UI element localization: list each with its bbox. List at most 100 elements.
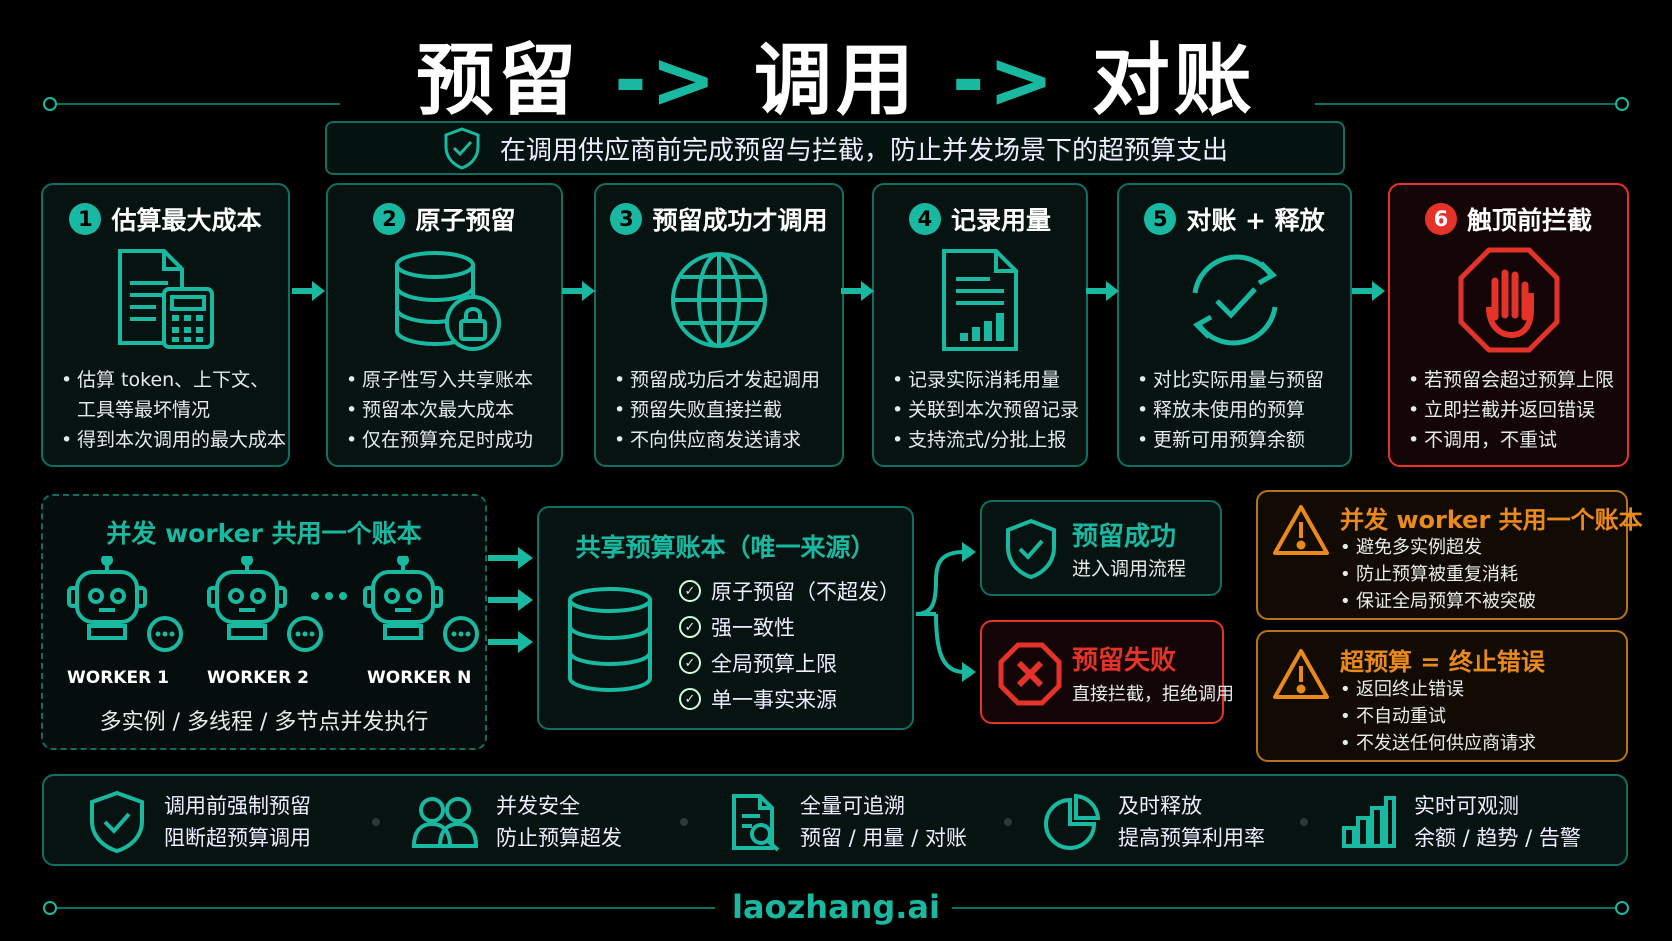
separator-dot bbox=[1300, 818, 1308, 826]
ellipsis-icon bbox=[311, 592, 347, 600]
robot-icon bbox=[67, 556, 183, 652]
stop-hand-icon bbox=[1458, 247, 1559, 353]
footer-dot-right bbox=[1615, 901, 1629, 915]
step-number: 1 bbox=[69, 203, 102, 235]
step-number: 4 bbox=[908, 203, 941, 235]
check-circle-icon: ✓ bbox=[679, 616, 701, 638]
check-circle-icon: ✓ bbox=[679, 580, 701, 602]
warning-item: 保证全局预算不被突破 bbox=[1340, 588, 1536, 615]
step-bullet: 立即拦截并返回错误 bbox=[1408, 395, 1617, 425]
robot-icons bbox=[67, 556, 479, 652]
header-dot-right bbox=[1615, 97, 1629, 111]
warning-item: 不发送任何供应商请求 bbox=[1340, 730, 1536, 757]
reserve-success-panel: 预留成功 进入调用流程 bbox=[980, 500, 1222, 596]
robot-icon bbox=[207, 556, 323, 652]
ledger-item: ✓全局预算上限 bbox=[679, 648, 837, 678]
header-line-right bbox=[1315, 103, 1620, 105]
bar-chart-icon bbox=[1342, 796, 1396, 848]
step-card-5: 5对账 + 释放 对比实际用量与预留 释放未使用的预算 更新可用预算余额 bbox=[1117, 183, 1352, 467]
warning-item: 防止预算被重复消耗 bbox=[1340, 561, 1536, 588]
users-icon bbox=[412, 797, 478, 848]
step-number: 6 bbox=[1424, 203, 1457, 235]
step-bullet: 估算 token、上下文、 bbox=[61, 365, 278, 395]
step-bullet: 不调用，不重试 bbox=[1408, 425, 1617, 455]
success-sub: 进入调用流程 bbox=[1072, 558, 1187, 580]
database-lock-icon bbox=[394, 251, 501, 351]
check-circle-icon: ✓ bbox=[679, 652, 701, 674]
step-bullet: 得到本次调用的最大成本 bbox=[61, 425, 286, 455]
reserve-fail-panel: 预留失败 直接拦截，拒绝调用 bbox=[980, 620, 1234, 724]
step-number: 2 bbox=[373, 203, 406, 235]
shield-check-icon bbox=[1006, 518, 1056, 580]
step-bullet: 仅在预算充足时成功 bbox=[346, 425, 551, 455]
title-reconcile: 对账 bbox=[1091, 36, 1256, 126]
flow-arrow-2 bbox=[562, 281, 595, 301]
subtitle-bar: 在调用供应商前完成预留与拦截，防止并发场景下的超预算支出 bbox=[325, 121, 1345, 175]
globe-icon bbox=[671, 252, 767, 348]
branch-arrows bbox=[915, 542, 976, 682]
step-bullet: 原子性写入共享账本 bbox=[346, 365, 551, 395]
step-bullet: 若预留会超过预算上限 bbox=[1408, 365, 1617, 395]
fail-sub: 直接拦截，拒绝调用 bbox=[1072, 684, 1234, 705]
page-title: 预留->调用->对账 bbox=[0, 18, 1672, 130]
step-number: 3 bbox=[610, 203, 643, 235]
warning-item: 避免多实例超发 bbox=[1340, 534, 1536, 561]
title-arrow-1: -> bbox=[614, 36, 720, 126]
footer-line-right bbox=[952, 907, 1620, 909]
pie-chart-icon bbox=[1044, 794, 1100, 850]
benefits-bar: 调用前强制预留阻断超预算调用 并发安全防止预算超发 全量可追溯预留 / 用量 /… bbox=[42, 774, 1628, 866]
benefit-item: 实时可观测余额 / 趋势 / 告警 bbox=[1340, 790, 1581, 854]
footer-line-left bbox=[50, 907, 715, 909]
flow-arrow-5 bbox=[1352, 281, 1385, 301]
header-line-left bbox=[50, 103, 340, 105]
header-dot-left bbox=[43, 97, 57, 111]
step-title: 估算最大成本 bbox=[111, 206, 262, 235]
robot-icon bbox=[363, 556, 479, 652]
footer-dot-left bbox=[43, 901, 57, 915]
warning-item: 不自动重试 bbox=[1340, 703, 1536, 730]
fail-title: 预留失败 bbox=[1072, 646, 1177, 676]
step-bullet: 预留本次最大成本 bbox=[346, 395, 551, 425]
step-bullet: 工具等最坏情况 bbox=[77, 399, 211, 421]
step-bullet: 释放未使用的预算 bbox=[1137, 395, 1340, 425]
step-bullet: 不向供应商发送请求 bbox=[614, 425, 832, 455]
step-card-1: 1 估算最大成本 估算 token、上下文、 工具等最坏情况 得到本次调用的最大成… bbox=[41, 183, 290, 467]
separator-dot bbox=[1004, 818, 1012, 826]
refresh-check-icon bbox=[1192, 254, 1277, 346]
step-bullet: 更新可用预算余额 bbox=[1137, 425, 1340, 455]
workers-to-ledger-arrows bbox=[488, 547, 533, 653]
title-call: 调用 bbox=[753, 36, 918, 126]
step-title: 触顶前拦截 bbox=[1466, 206, 1592, 235]
shield-check-icon bbox=[90, 790, 144, 854]
step-title: 预留成功才调用 bbox=[652, 206, 828, 235]
subtitle-text: 在调用供应商前完成预留与拦截，防止并发场景下的超预算支出 bbox=[499, 135, 1228, 166]
calculator-document-icon bbox=[117, 249, 214, 349]
success-title: 预留成功 bbox=[1072, 522, 1177, 552]
database-icon bbox=[568, 587, 652, 693]
warning-item: 返回终止错误 bbox=[1340, 676, 1536, 703]
worker-label: WORKER N bbox=[367, 668, 472, 688]
brand-text: laozhang.ai bbox=[732, 888, 940, 926]
warning-panel-concurrency: 并发 worker 共用一个账本 避免多实例超发 防止预算被重复消耗 保证全局预… bbox=[1256, 490, 1643, 620]
warning-title: 并发 worker 共用一个账本 bbox=[1340, 506, 1643, 534]
benefit-item: 调用前强制预留阻断超预算调用 bbox=[88, 790, 311, 854]
step-bullet: 对比实际用量与预留 bbox=[1137, 365, 1340, 395]
step-bullet: 预留成功后才发起调用 bbox=[614, 365, 832, 395]
ledger-panel: 共享预算账本（唯一来源） ✓原子预留（不超发） ✓强一致性 ✓全局预算上限 ✓单… bbox=[537, 506, 914, 730]
step-bullet: 关联到本次预留记录 bbox=[892, 395, 1079, 425]
check-circle-icon: ✓ bbox=[679, 688, 701, 710]
shield-check-icon bbox=[444, 127, 480, 170]
ledger-item: ✓原子预留（不超发） bbox=[679, 576, 900, 606]
benefit-item: 并发安全防止预算超发 bbox=[412, 790, 622, 854]
step-title: 记录用量 bbox=[950, 206, 1051, 235]
warning-panel-overbudget: 超预算 = 终止错误 返回终止错误 不自动重试 不发送任何供应商请求 bbox=[1256, 630, 1628, 762]
workers-footer: 多实例 / 多线程 / 多节点并发执行 bbox=[99, 710, 429, 735]
step-title: 对账 + 释放 bbox=[1186, 206, 1325, 235]
warning-triangle-icon bbox=[1273, 649, 1329, 699]
separator-dot bbox=[372, 818, 380, 826]
benefit-item: 全量可追溯预留 / 用量 / 对账 bbox=[730, 790, 967, 854]
worker-label: WORKER 1 bbox=[67, 668, 169, 688]
title-reserve: 预留 bbox=[416, 36, 581, 126]
